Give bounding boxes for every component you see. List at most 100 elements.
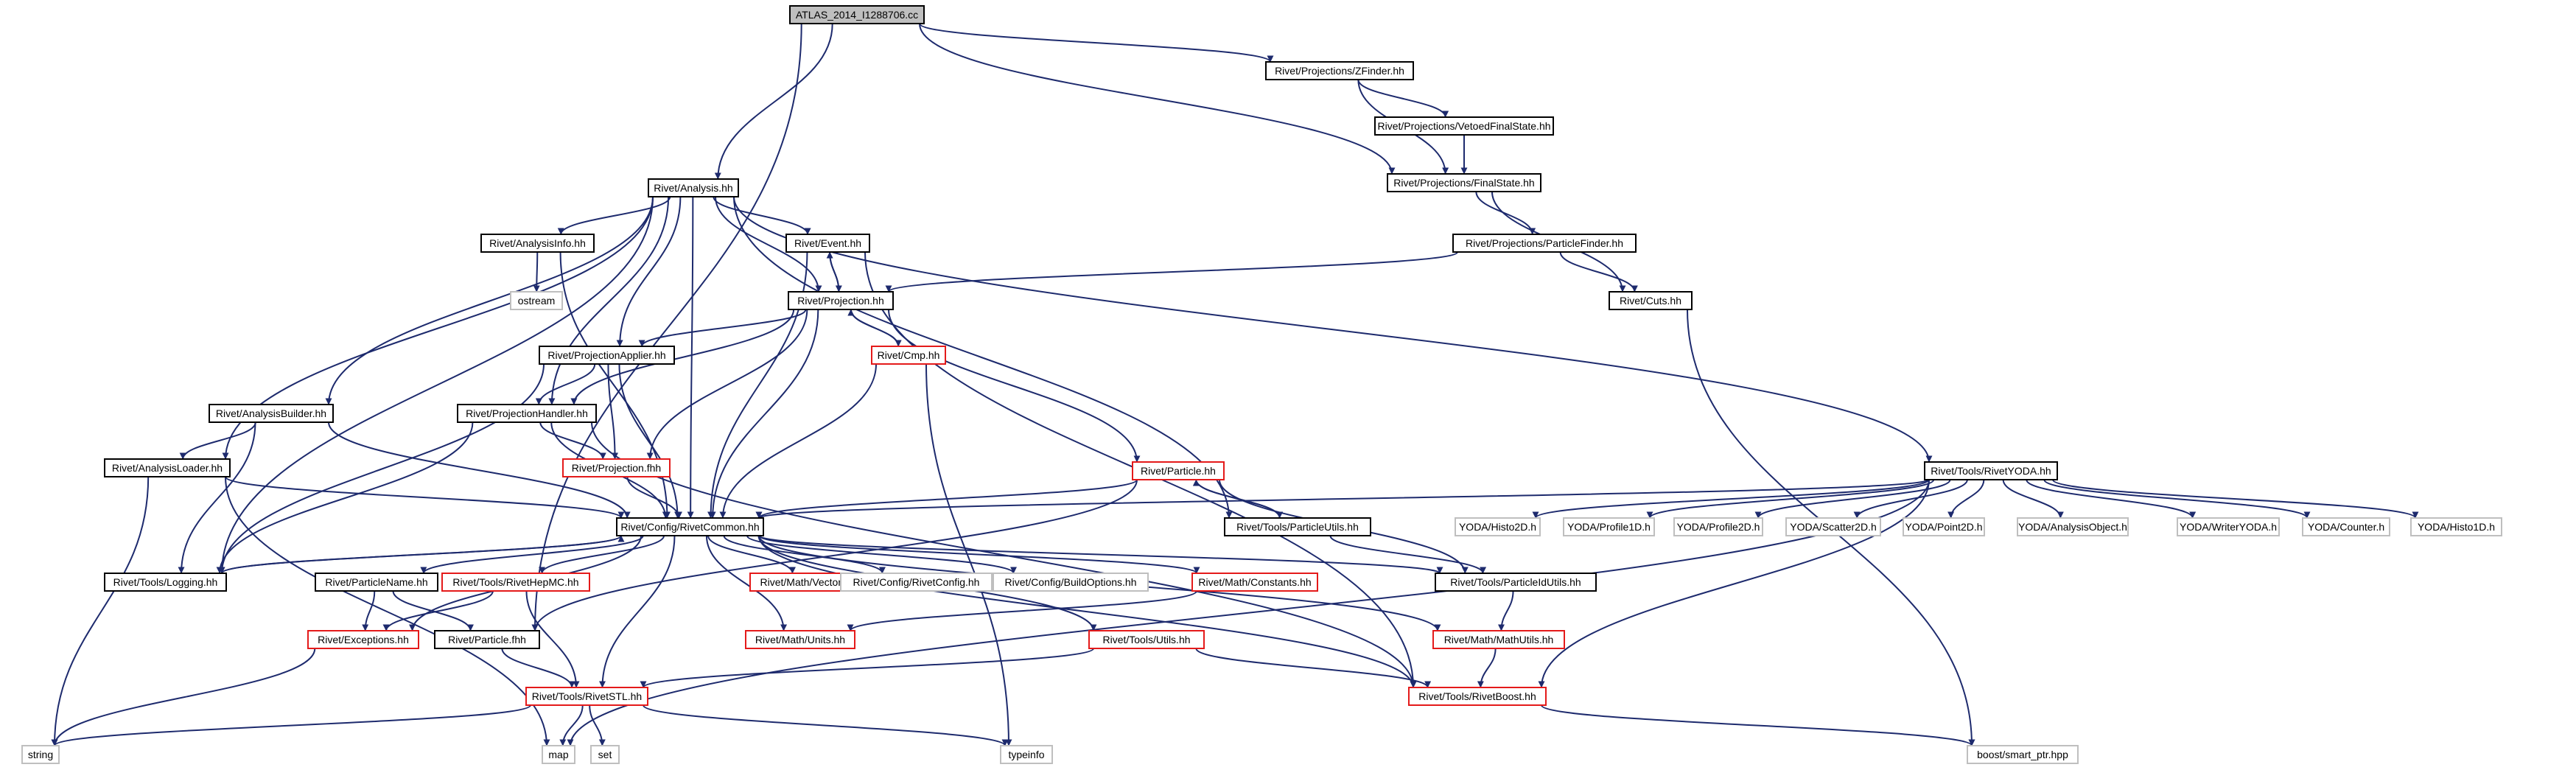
edge-rivetstl-to-set	[589, 704, 606, 746]
edge-ainfo-to-ostream	[533, 251, 540, 293]
node-pfinder[interactable]: Rivet/Projections/ParticleFinder.hh	[1452, 234, 1637, 253]
node-rivetyoda[interactable]: Rivet/Tools/RivetYODA.hh	[1924, 461, 2058, 480]
node-label: Rivet/Tools/ParticleUtils.hh	[1236, 521, 1359, 533]
node-box	[1224, 517, 1371, 536]
node-box	[1435, 573, 1597, 592]
node-box	[480, 234, 595, 253]
node-label: YODA/AnalysisObject.h	[2018, 521, 2127, 533]
node-cuts[interactable]: Rivet/Cuts.hh	[1609, 291, 1693, 310]
node-label: ATLAS_2014_I1288706.cc	[796, 9, 918, 21]
edge-projection-to-projfhh	[646, 309, 808, 460]
node-analysis[interactable]: Rivet/Analysis.hh	[648, 178, 739, 197]
node-box	[1132, 461, 1225, 480]
node-label: Rivet/AnalysisLoader.hh	[112, 462, 223, 474]
edge-projection-to-papplier	[638, 309, 807, 347]
node-cmp[interactable]: Rivet/Cmp.hh	[871, 346, 946, 365]
node-rivetboost[interactable]: Rivet/Tools/RivetBoost.hh	[1408, 687, 1547, 706]
node-pnames[interactable]: Rivet/ParticleName.hh	[315, 573, 438, 592]
edge-particlefhh-to-rivetstl	[501, 648, 575, 688]
node-label: YODA/Profile2D.h	[1677, 521, 1760, 533]
edge-aloader-to-string	[51, 476, 150, 746]
node-writeryoda: YODA/WriterYODA.h	[2177, 517, 2280, 536]
node-rivetstl[interactable]: Rivet/Tools/RivetSTL.hh	[525, 687, 648, 706]
node-label: YODA/Profile1D.h	[1567, 521, 1651, 533]
node-box	[1191, 573, 1318, 592]
node-constants[interactable]: Rivet/Math/Constants.hh	[1191, 573, 1318, 592]
node-rconfig: Rivet/Config/RivetConfig.hh	[840, 573, 993, 592]
node-vfs[interactable]: Rivet/Projections/VetoedFinalState.hh	[1374, 116, 1554, 136]
edge-common-to-rivetstl	[599, 535, 676, 688]
edge-aloader-to-common	[225, 476, 625, 519]
edge-pnames-to-particlefhh	[392, 590, 474, 631]
node-root[interactable]: ATLAS_2014_I1288706.cc	[789, 5, 925, 24]
node-label: Rivet/ParticleName.hh	[325, 576, 427, 588]
node-putils[interactable]: Rivet/Tools/ParticleUtils.hh	[1224, 517, 1371, 536]
node-box	[104, 458, 231, 477]
edge-root-to-fs	[919, 23, 1396, 175]
node-event[interactable]: Rivet/Event.hh	[785, 234, 870, 253]
edge-phandler-to-rivetboost	[591, 421, 1417, 688]
node-pidutils[interactable]: Rivet/Tools/ParticleIdUtils.hh	[1435, 573, 1597, 592]
node-common[interactable]: Rivet/Config/RivetCommon.hh	[616, 517, 764, 536]
node-papplier[interactable]: Rivet/ProjectionApplier.hh	[539, 346, 675, 365]
node-box	[1000, 745, 1053, 764]
node-ainfo[interactable]: Rivet/AnalysisInfo.hh	[480, 234, 595, 253]
node-point2d: YODA/Point2D.h	[1903, 517, 1985, 536]
node-box	[840, 573, 993, 592]
node-label: Rivet/Math/MathUtils.hh	[1444, 634, 1554, 645]
node-box	[2177, 517, 2280, 536]
node-abuilder[interactable]: Rivet/AnalysisBuilder.hh	[209, 404, 334, 423]
node-projection[interactable]: Rivet/Projection.hh	[788, 291, 894, 310]
edge-aloader-to-map	[225, 476, 550, 746]
node-label: Rivet/Projection.fhh	[572, 462, 661, 474]
edge-abuilder-to-aloader	[179, 421, 256, 460]
node-map: map	[542, 745, 575, 764]
node-units[interactable]: Rivet/Math/Units.hh	[745, 630, 855, 649]
node-box	[590, 745, 620, 764]
node-particlefhh[interactable]: Rivet/Particle.fhh	[434, 630, 540, 649]
node-box	[2302, 517, 2390, 536]
node-label: Rivet/Tools/ParticleIdUtils.hh	[1450, 576, 1581, 588]
node-box	[1673, 517, 1763, 536]
edge-abuilder-to-logging	[178, 421, 256, 574]
edge-ainfo-to-common	[559, 251, 671, 519]
node-mathutils[interactable]: Rivet/Math/MathUtils.hh	[1432, 630, 1565, 649]
node-label: typeinfo	[1008, 749, 1044, 760]
node-label: Rivet/ProjectionApplier.hh	[547, 349, 665, 361]
node-label: Rivet/Projections/FinalState.hh	[1393, 177, 1534, 189]
node-label: Rivet/ProjectionHandler.hh	[466, 407, 588, 419]
node-box	[457, 404, 597, 423]
node-exceptions[interactable]: Rivet/Exceptions.hh	[307, 630, 419, 649]
node-hepmc[interactable]: Rivet/Tools/RivetHepMC.hh	[441, 573, 590, 592]
edge-rivetyoda-to-profile2d	[1754, 479, 1951, 519]
node-tutils[interactable]: Rivet/Tools/Utils.hh	[1088, 630, 1205, 649]
edge-common-to-pidutils	[758, 535, 1443, 574]
node-phandler[interactable]: Rivet/ProjectionHandler.hh	[457, 404, 597, 423]
node-label: Rivet/Projections/VetoedFinalState.hh	[1377, 120, 1550, 132]
node-box	[789, 5, 925, 24]
node-label: YODA/WriterYODA.h	[2180, 521, 2277, 533]
node-label: Rivet/Projection.hh	[797, 295, 884, 307]
node-fs[interactable]: Rivet/Projections/FinalState.hh	[1387, 173, 1541, 192]
node-projfhh[interactable]: Rivet/Projection.fhh	[562, 458, 671, 477]
node-particle[interactable]: Rivet/Particle.hh	[1132, 461, 1225, 480]
node-box	[104, 573, 227, 592]
node-label: YODA/Point2D.h	[1905, 521, 1982, 533]
edge-analysis-to-papplier	[616, 196, 682, 347]
node-box	[1924, 461, 2058, 480]
edge-common-to-pnames	[420, 535, 644, 574]
node-aloader[interactable]: Rivet/AnalysisLoader.hh	[104, 458, 231, 477]
node-ostream: ostream	[510, 291, 563, 310]
node-label: Rivet/Tools/RivetHepMC.hh	[452, 576, 578, 588]
edge-papplier-to-common	[618, 363, 682, 519]
node-zfinder[interactable]: Rivet/Projections/ZFinder.hh	[1265, 61, 1414, 80]
node-profile1d: YODA/Profile1D.h	[1563, 517, 1655, 536]
node-box	[510, 291, 563, 310]
node-logging[interactable]: Rivet/Tools/Logging.hh	[104, 573, 227, 592]
node-box	[2017, 517, 2129, 536]
node-counter: YODA/Counter.h	[2302, 517, 2390, 536]
node-label: ostream	[518, 295, 556, 307]
edge-rivetyoda-to-point2d	[1947, 479, 1985, 519]
edge-phandler-to-logging	[216, 421, 474, 574]
node-box	[2410, 517, 2502, 536]
